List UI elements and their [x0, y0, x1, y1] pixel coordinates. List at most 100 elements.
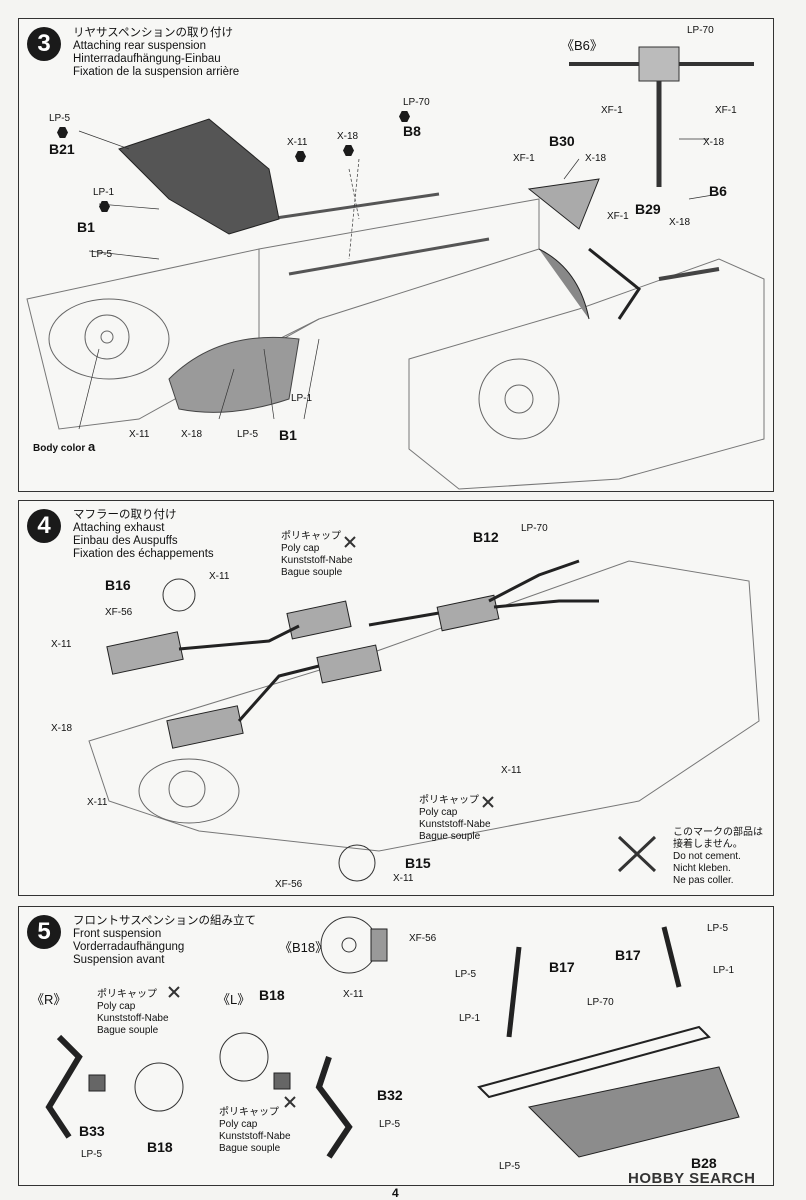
label-xf1: XF-1 [601, 105, 623, 116]
label-lp5: LP-5 [455, 969, 477, 980]
label-x18: X-18 [703, 137, 725, 148]
polycap-note: ポリキャップ Poly cap Kunststoff-Nabe Bague so… [219, 1107, 291, 1155]
step5-panel: 5 フロントサスペンションの組み立て Front suspension Vord… [18, 906, 774, 1186]
step-title: リヤサスペンションの取り付け Attaching rear suspension… [73, 27, 239, 79]
label-xf1: XF-1 [513, 153, 535, 164]
label-lp70: LP-70 [587, 997, 614, 1008]
polycap-de: Kunststoff-Nabe [219, 1131, 291, 1142]
label-x11: X-11 [129, 429, 150, 440]
front-suspension-diagram [45, 916, 740, 1159]
label-l: 《L》 [217, 992, 251, 1007]
title-jp: フロントサスペンションの組み立て [73, 915, 256, 927]
label-lp1: LP-1 [459, 1013, 481, 1024]
label-x11: X-11 [287, 137, 308, 148]
step-number: 5 [27, 915, 61, 949]
polycap-jp: ポリキャップ [219, 1107, 279, 1118]
label-x18: X-18 [337, 131, 359, 142]
polycap-note: ポリキャップ Poly cap Kunststoff-Nabe Bague so… [97, 989, 169, 1037]
step-number: 3 [27, 27, 61, 61]
label-lp5: LP-5 [49, 113, 71, 124]
label-b1: B1 [77, 219, 95, 235]
label-x11: X-11 [87, 797, 108, 808]
label-x11: X-11 [209, 571, 230, 582]
polycap-en: Poly cap [219, 1119, 258, 1130]
title-en: Attaching rear suspension [73, 40, 206, 52]
title-fr: Suspension avant [73, 954, 165, 966]
label-xf1: XF-1 [607, 211, 629, 222]
label-lp5: LP-5 [237, 429, 259, 440]
page-number: 4 [392, 1186, 399, 1200]
no-cement-en: Do not cement. [673, 851, 741, 862]
no-cement-de: Nicht kleben. [673, 863, 731, 874]
hobby-search-watermark: HOBBY SEARCH [628, 1170, 756, 1187]
label-lp5: LP-5 [91, 249, 113, 260]
label-b17: B17 [615, 947, 641, 963]
polycap-note: ポリキャップ Poly cap Kunststoff-Nabe Bague so… [419, 795, 491, 843]
label-lp5: LP-5 [81, 1149, 103, 1160]
hex-marker [343, 145, 354, 156]
no-cement-fr: Ne pas coller. [673, 875, 734, 886]
polycap-en: Poly cap [97, 1001, 136, 1012]
label-lp5: LP-5 [499, 1161, 521, 1172]
title-de: Hinterradaufhängung-Einbau [73, 53, 221, 65]
polycap-fr: Bague souple [219, 1143, 281, 1154]
label-x11: X-11 [501, 765, 522, 776]
step3-panel: 3 リヤサスペンションの取り付け Attaching rear suspensi… [18, 18, 774, 492]
no-cement-jp1: このマークの部品は [673, 827, 763, 838]
title-de: Einbau des Auspuffs [73, 535, 178, 547]
label-lp1: LP-1 [291, 393, 313, 404]
title-fr: Fixation des échappements [73, 548, 214, 560]
label-x18: X-18 [51, 723, 73, 734]
label-xf56: XF-56 [275, 879, 303, 890]
label-x11: X-11 [393, 873, 414, 884]
hex-marker [99, 201, 110, 212]
polycap-de: Kunststoff-Nabe [281, 555, 353, 566]
step4-panel: 4 マフラーの取り付け Attaching exhaust Einbau des… [18, 500, 774, 896]
no-cement-note: このマークの部品は 接着しません。 Do not cement. Nicht k… [673, 827, 763, 887]
polycap-jp: ポリキャップ [97, 989, 157, 1000]
title-fr: Fixation de la suspension arrière [73, 66, 240, 78]
hex-marker [295, 151, 306, 162]
label-lp5: LP-5 [707, 923, 729, 934]
label-b18: B18 [259, 987, 285, 1003]
label-b8: B8 [403, 123, 421, 139]
label-x18: X-18 [585, 153, 607, 164]
step-number: 4 [27, 509, 61, 543]
no-cement-jp2: 接着しません。 [673, 839, 743, 850]
label-lp1: LP-1 [713, 965, 735, 976]
label-b30: B30 [549, 133, 575, 149]
polycap-fr: Bague souple [97, 1025, 159, 1036]
polycap-en: Poly cap [281, 543, 320, 554]
polycap-de: Kunststoff-Nabe [97, 1013, 169, 1024]
title-jp: リヤサスペンションの取り付け [73, 27, 233, 39]
label-lp70: LP-70 [687, 25, 714, 36]
polycap-jp: ポリキャップ [281, 531, 341, 542]
step-title: フロントサスペンションの組み立て Front suspension Vorder… [73, 915, 256, 967]
rear-suspension-diagram [26, 46, 765, 490]
label-b17: B17 [549, 959, 575, 975]
label-lp1: LP-1 [93, 187, 115, 198]
label-xf56: XF-56 [105, 607, 133, 618]
label-body-color-text: Body color [33, 443, 86, 454]
label-body-color: Body color a [33, 439, 95, 454]
label-b32: B32 [377, 1087, 403, 1103]
label-body-color-code: a [88, 439, 96, 454]
title-de: Vorderradaufhängung [73, 941, 185, 953]
label-lp5: LP-5 [379, 1119, 401, 1130]
label-x18: X-18 [181, 429, 203, 440]
label-b18-box: 《B18》 [279, 940, 329, 955]
polycap-note: ポリキャップ Poly cap Kunststoff-Nabe Bague so… [281, 531, 353, 579]
polycap-jp: ポリキャップ [419, 795, 479, 806]
label-b12: B12 [473, 529, 499, 545]
exhaust-diagram [88, 536, 760, 882]
label-b21: B21 [49, 141, 75, 157]
title-en: Attaching exhaust [73, 522, 165, 534]
label-xf56: XF-56 [409, 933, 437, 944]
label-b18: B18 [147, 1139, 173, 1155]
polycap-en: Poly cap [419, 807, 458, 818]
polycap-fr: Bague souple [281, 567, 343, 578]
label-b33: B33 [79, 1123, 105, 1139]
polycap-fr: Bague souple [419, 831, 481, 842]
label-x11: X-11 [51, 639, 72, 650]
label-b1: B1 [279, 427, 297, 443]
